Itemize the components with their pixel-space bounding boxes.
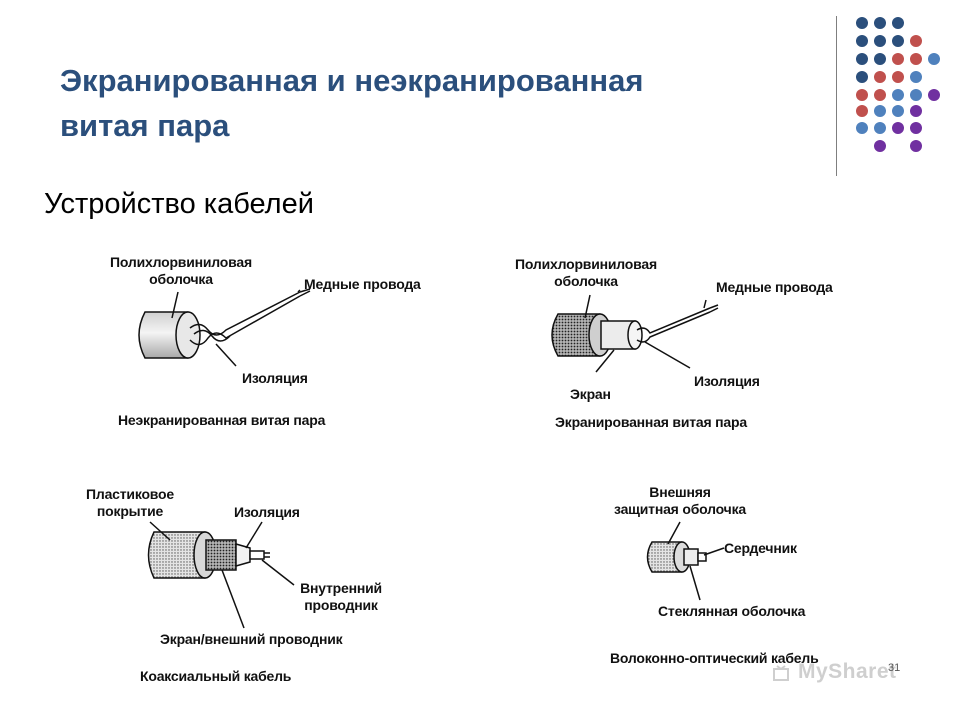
coax-leader-inner bbox=[261, 559, 295, 586]
coax-label-inner-line2: проводник bbox=[304, 597, 378, 613]
fiber-core bbox=[697, 552, 707, 562]
stp-cable-drawing bbox=[551, 294, 719, 373]
stp-caption: Экранированная витая пара bbox=[555, 414, 747, 430]
utp-label-sheath-line1: Полихлорвиниловая bbox=[110, 254, 252, 270]
vertical-divider bbox=[836, 16, 837, 176]
utp-twisted-pair-3 bbox=[193, 329, 231, 342]
coax-label-insulation: Изоляция bbox=[234, 504, 300, 520]
utp-leader-insulation bbox=[215, 343, 237, 367]
utp-twisted-pair-1 bbox=[189, 291, 301, 336]
coax-caption: Коаксиальный кабель bbox=[140, 668, 292, 684]
fiber-label-glass: Стеклянная оболочка bbox=[658, 603, 806, 619]
coax-label-coating-line1: Пластиковое bbox=[86, 486, 174, 502]
utp-cable-drawing bbox=[138, 288, 311, 367]
page-number: 31 bbox=[888, 662, 901, 674]
fiber-leader-glass bbox=[689, 565, 701, 601]
utp-leader-wires bbox=[297, 289, 301, 293]
utp-twisted-pair-2 bbox=[189, 295, 301, 346]
fiber-label-core: Сердечник bbox=[724, 540, 797, 556]
utp-label-wires: Медные провода bbox=[304, 276, 421, 292]
watermark-text: MySharet bbox=[798, 660, 897, 683]
fiber-label-outer-line1: Внешняя bbox=[649, 484, 711, 500]
coax-label-inner-line1: Внутренний bbox=[300, 580, 382, 596]
utp-label-sheath-line2: оболочка bbox=[149, 271, 213, 287]
stp-twisted-pair-2 bbox=[636, 311, 711, 343]
fiber-glass-cladding bbox=[683, 548, 699, 566]
fiber-leader-outer bbox=[667, 521, 681, 545]
fiber-cable-drawing bbox=[646, 521, 725, 601]
fiber-label-outer: Внешняя защитная оболочка bbox=[594, 484, 766, 518]
stp-leader-wires bbox=[703, 299, 707, 309]
coax-shield-braid bbox=[205, 539, 237, 571]
stp-label-sheath-line1: Полихлорвиниловая bbox=[515, 256, 657, 272]
slide-subtitle: Устройство кабелей bbox=[44, 188, 314, 220]
coax-leader-outer bbox=[221, 569, 245, 629]
utp-caption: Неэкранированная витая пара bbox=[118, 412, 326, 428]
watermark-logo-icon bbox=[773, 665, 789, 681]
utp-leader-sheath bbox=[171, 291, 179, 319]
fiber-leader-core bbox=[703, 547, 725, 556]
stp-leader-sheath bbox=[584, 294, 591, 319]
title-line-2: витая пара bbox=[60, 108, 230, 143]
stp-label-insulation: Изоляция bbox=[694, 373, 760, 389]
coax-leader-insulation bbox=[245, 521, 263, 549]
stp-label-sheath-line2: оболочка bbox=[554, 273, 618, 289]
utp-sheath-end bbox=[175, 311, 201, 359]
stp-label-sheath: Полихлорвиниловая оболочка bbox=[500, 256, 672, 290]
coax-label-inner: Внутренний проводник bbox=[288, 580, 394, 614]
stp-label-wires: Медные провода bbox=[716, 279, 833, 295]
coax-label-coating-line2: покрытие bbox=[96, 503, 164, 519]
title-line-1: Экранированная и неэкранированная bbox=[60, 63, 644, 98]
coax-cable-drawing bbox=[147, 521, 295, 629]
slide-title: Экранированная и неэкранированная витая … bbox=[60, 58, 780, 148]
coax-label-coating: Пластиковое покрытие bbox=[70, 486, 190, 520]
coax-dielectric bbox=[235, 543, 251, 567]
coax-inner-conductor bbox=[249, 550, 265, 560]
stp-twisted-pair-1 bbox=[636, 307, 711, 334]
utp-label-sheath: Полихлорвиниловая оболочка bbox=[96, 254, 266, 288]
utp-label-insulation: Изоляция bbox=[242, 370, 308, 386]
coax-leader-coating bbox=[149, 521, 171, 541]
coax-label-outer: Экран/внешний проводник bbox=[160, 631, 343, 647]
fiber-label-outer-line2: защитная оболочка bbox=[614, 501, 746, 517]
fiber-caption: Волоконно-оптический кабель bbox=[610, 650, 819, 666]
stp-leader-insulation bbox=[644, 341, 691, 369]
stp-leader-shield bbox=[595, 349, 615, 373]
stp-label-shield: Экран bbox=[570, 386, 611, 402]
